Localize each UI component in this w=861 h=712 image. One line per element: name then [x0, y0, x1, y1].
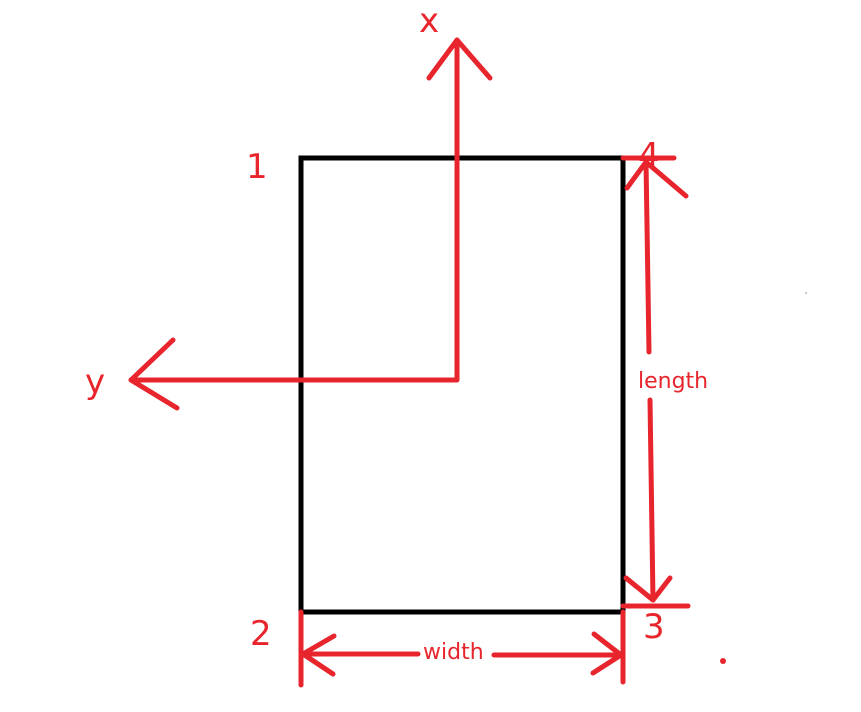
stray-dot-faint [805, 292, 807, 294]
corner-label-3: 3 [643, 607, 665, 647]
y-axis-arrowhead [128, 337, 180, 411]
width-dimension [298, 609, 626, 688]
length-bottom-arrowhead [623, 575, 673, 603]
x-axis-arrowhead [426, 37, 493, 81]
axes-lines [128, 37, 460, 383]
length-label: length [638, 369, 708, 394]
y-axis-label: y [85, 362, 105, 402]
rectangle-outline [298, 155, 626, 615]
width-right-arrowhead [590, 631, 624, 676]
axes [128, 37, 493, 411]
corner-label-4: 4 [638, 136, 660, 176]
length-dimension [620, 155, 691, 609]
x-axis-label: x [419, 1, 439, 41]
corner-label-2: 2 [250, 614, 272, 654]
width-left-arrowhead [300, 633, 337, 677]
length-upper-dimension-line [643, 159, 652, 355]
length-top-arrowhead [624, 159, 689, 199]
width-label: width [423, 640, 484, 665]
corner-label-1: 1 [246, 147, 268, 187]
stray-dot [720, 658, 726, 664]
length-lower-dimension-line [647, 397, 656, 603]
